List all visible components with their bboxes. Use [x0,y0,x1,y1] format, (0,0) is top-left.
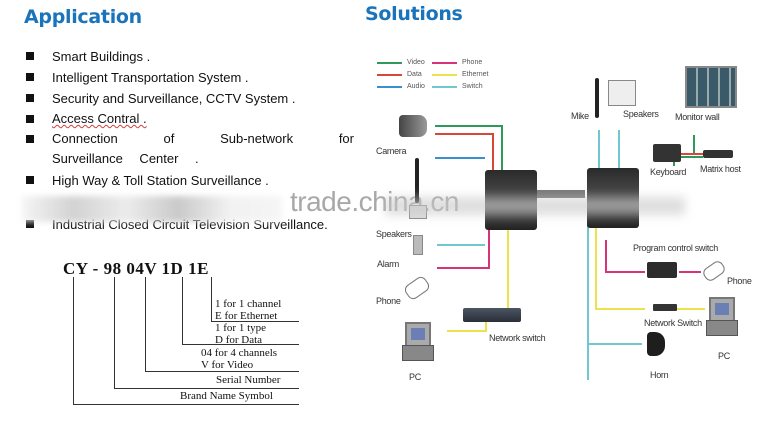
phone-icon [402,274,432,302]
alarm-icon [413,235,423,255]
matrix-host-icon [703,150,733,158]
square-bullet-icon [26,94,34,102]
blurred-text-region [22,196,282,222]
matrix-host-label: Matrix host [700,164,741,174]
pc-left-label: PC [409,372,421,382]
horn-label: Horn [650,370,669,380]
alarm-label: Alarm [377,259,400,269]
network-switch-right-label: Network Switch [644,318,702,328]
mike-label: Mike [571,111,589,121]
list-item: Security and Surveillance, CCTV System . [24,88,354,109]
solutions-diagram: Video Data Audio Phone Ethernet Switch C… [365,40,758,385]
pc-icon [405,322,431,348]
square-bullet-icon [26,220,34,228]
list-item: Intelligent Transportation System . [24,67,354,88]
code-label-brand: Brand Name Symbol [180,390,273,402]
square-bullet-icon [26,135,34,143]
square-bullet-icon [26,52,34,60]
camera-label: Camera [376,146,407,156]
square-bullet-icon [26,73,34,81]
model-code: CY - 98 04V 1D 1E [63,259,209,278]
phone-right-icon [700,258,728,284]
list-item: Smart Buildings . [24,46,354,67]
mike-icon [595,78,599,118]
speakers-left-label: Speakers [376,229,412,239]
legend-item-data: Data [377,71,422,78]
legend-item-phone: Phone [432,59,482,66]
list-item: Access Contral . [24,109,354,129]
network-switch-right-icon [653,304,677,311]
code-label-serial: Serial Number [216,374,281,386]
camera-icon [399,115,427,137]
monitor-wall-label: Monitor wall [675,112,720,122]
phone-right-label: Phone [727,276,752,286]
application-title: Application [24,6,142,28]
program-control-switch-icon [647,262,677,278]
solutions-title: Solutions [365,3,463,25]
list-item: Connection of Sub-network for Surveillan… [24,129,354,169]
speakers-right-label: Speakers [623,109,659,119]
monitor-wall-icon [685,66,737,108]
pc-right-label: PC [718,351,730,361]
legend-item-audio: Audio [377,83,425,90]
legend-item-switch: Switch [432,83,483,90]
legend-item-ethernet: Ethernet [432,71,488,78]
square-bullet-icon [26,176,34,184]
program-control-switch-label: Program control switch [633,243,718,253]
microphone-icon [415,158,419,203]
keyboard-icon [653,144,681,162]
network-switch-left-label: Network switch [489,333,546,343]
horn-icon [647,332,665,356]
application-list: Smart Buildings . Intelligent Transporta… [24,46,354,235]
phone-left-label: Phone [376,296,401,306]
square-bullet-icon [26,115,34,123]
legend-item-video: Video [377,59,425,66]
speakers-right-icon [608,80,636,106]
list-item: High Way & Toll Station Surveillance . [24,170,354,191]
network-switch-icon [463,308,521,322]
keyboard-label: Keyboard [650,167,687,177]
